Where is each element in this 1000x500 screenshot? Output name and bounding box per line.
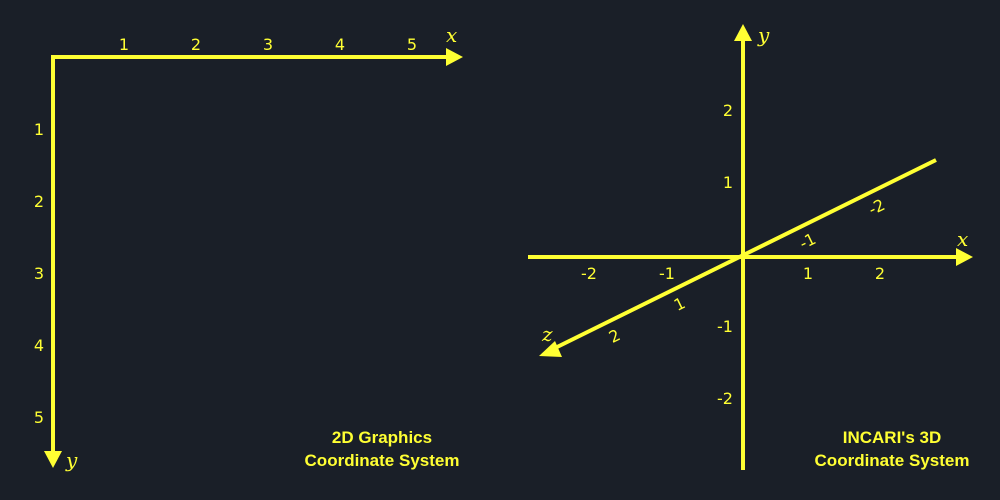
left-x-tick: 4 (335, 35, 345, 54)
left-y-tick: 5 (34, 408, 44, 427)
right-y-tick: -2 (717, 389, 733, 408)
right-caption-line1: INCARI's 3D (843, 428, 942, 447)
right-y-tick: 1 (723, 173, 733, 192)
right-y-arrowhead (734, 24, 752, 41)
right-3d-diagram: x y z -2 -1 1 2 2 1 -1 -2 -1 -2 1 2 INCA… (528, 23, 973, 470)
right-x-tick: -1 (659, 264, 675, 283)
left-y-tick: 3 (34, 264, 44, 283)
left-x-tick: 2 (191, 35, 201, 54)
left-y-axis-label: y (65, 448, 78, 472)
right-x-axis-label: x (957, 227, 968, 251)
left-x-arrowhead (446, 48, 463, 66)
right-y-tick: -1 (717, 317, 733, 336)
left-caption-line2: Coordinate System (305, 451, 460, 470)
right-y-axis-label: y (757, 23, 770, 47)
right-z-tick: -1 (796, 229, 819, 253)
right-z-arrowhead (539, 341, 562, 357)
left-y-tick: 1 (34, 120, 44, 139)
left-y-tick: 4 (34, 336, 44, 355)
right-x-arrowhead (956, 248, 973, 266)
left-x-axis-label: x (446, 23, 457, 47)
right-caption-line2: Coordinate System (815, 451, 970, 470)
right-x-tick: 1 (803, 264, 813, 283)
left-x-tick: 1 (119, 35, 129, 54)
right-z-tick: -2 (865, 195, 888, 219)
left-y-tick: 2 (34, 192, 44, 211)
right-z-axis-label: z (541, 322, 553, 346)
left-y-arrowhead (44, 451, 62, 468)
right-x-tick: -2 (581, 264, 597, 283)
left-2d-diagram: x y 1 2 3 4 5 1 2 3 4 5 2D Graphics Coor… (34, 23, 463, 472)
right-z-tick: 1 (671, 293, 688, 315)
right-z-axis-line (550, 158, 937, 352)
right-y-tick: 2 (723, 101, 733, 120)
right-x-tick: 2 (875, 264, 885, 283)
left-x-tick: 3 (263, 35, 273, 54)
left-caption-line1: 2D Graphics (332, 428, 432, 447)
left-x-tick: 5 (407, 35, 417, 54)
right-z-tick: 2 (606, 325, 623, 347)
